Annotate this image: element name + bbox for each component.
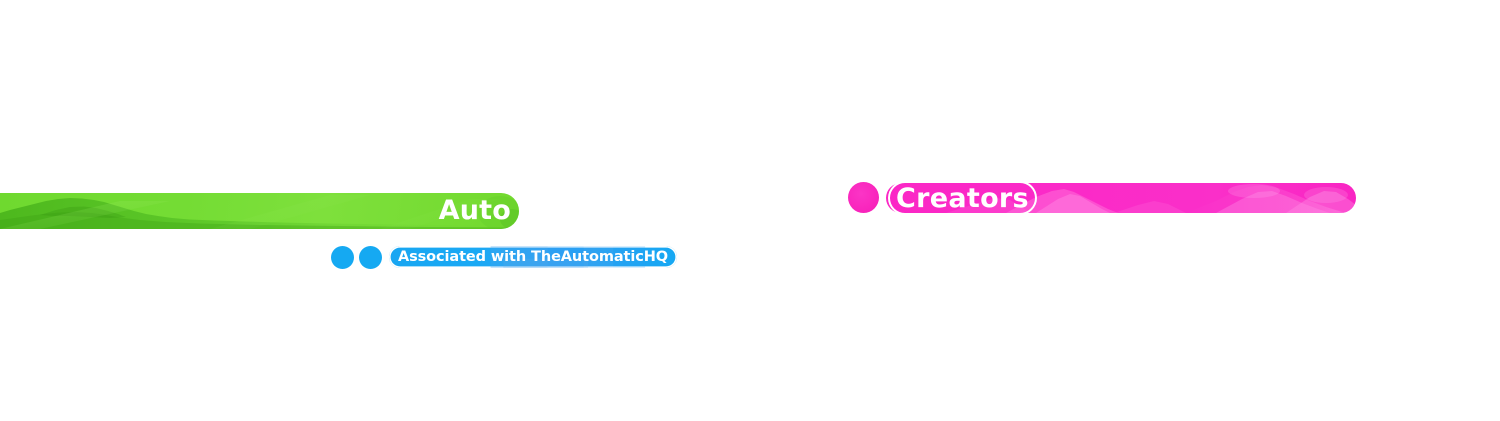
creators-banner-label: Creators xyxy=(896,182,1029,214)
creators-dot-icon xyxy=(848,182,879,213)
association-label: Associated with TheAutomaticHQ xyxy=(398,248,668,265)
creators-label-pill[interactable]: Creators xyxy=(888,181,1037,215)
auto-banner-bar[interactable]: Auto xyxy=(0,193,519,229)
association-badge-group[interactable]: Associated with TheAutomaticHQ xyxy=(331,245,677,269)
auto-banner-label: Auto xyxy=(438,194,511,226)
assoc-dot-1-icon xyxy=(331,245,354,269)
association-pill[interactable]: Associated with TheAutomaticHQ xyxy=(389,246,677,268)
assoc-dot-2-icon xyxy=(359,245,382,269)
